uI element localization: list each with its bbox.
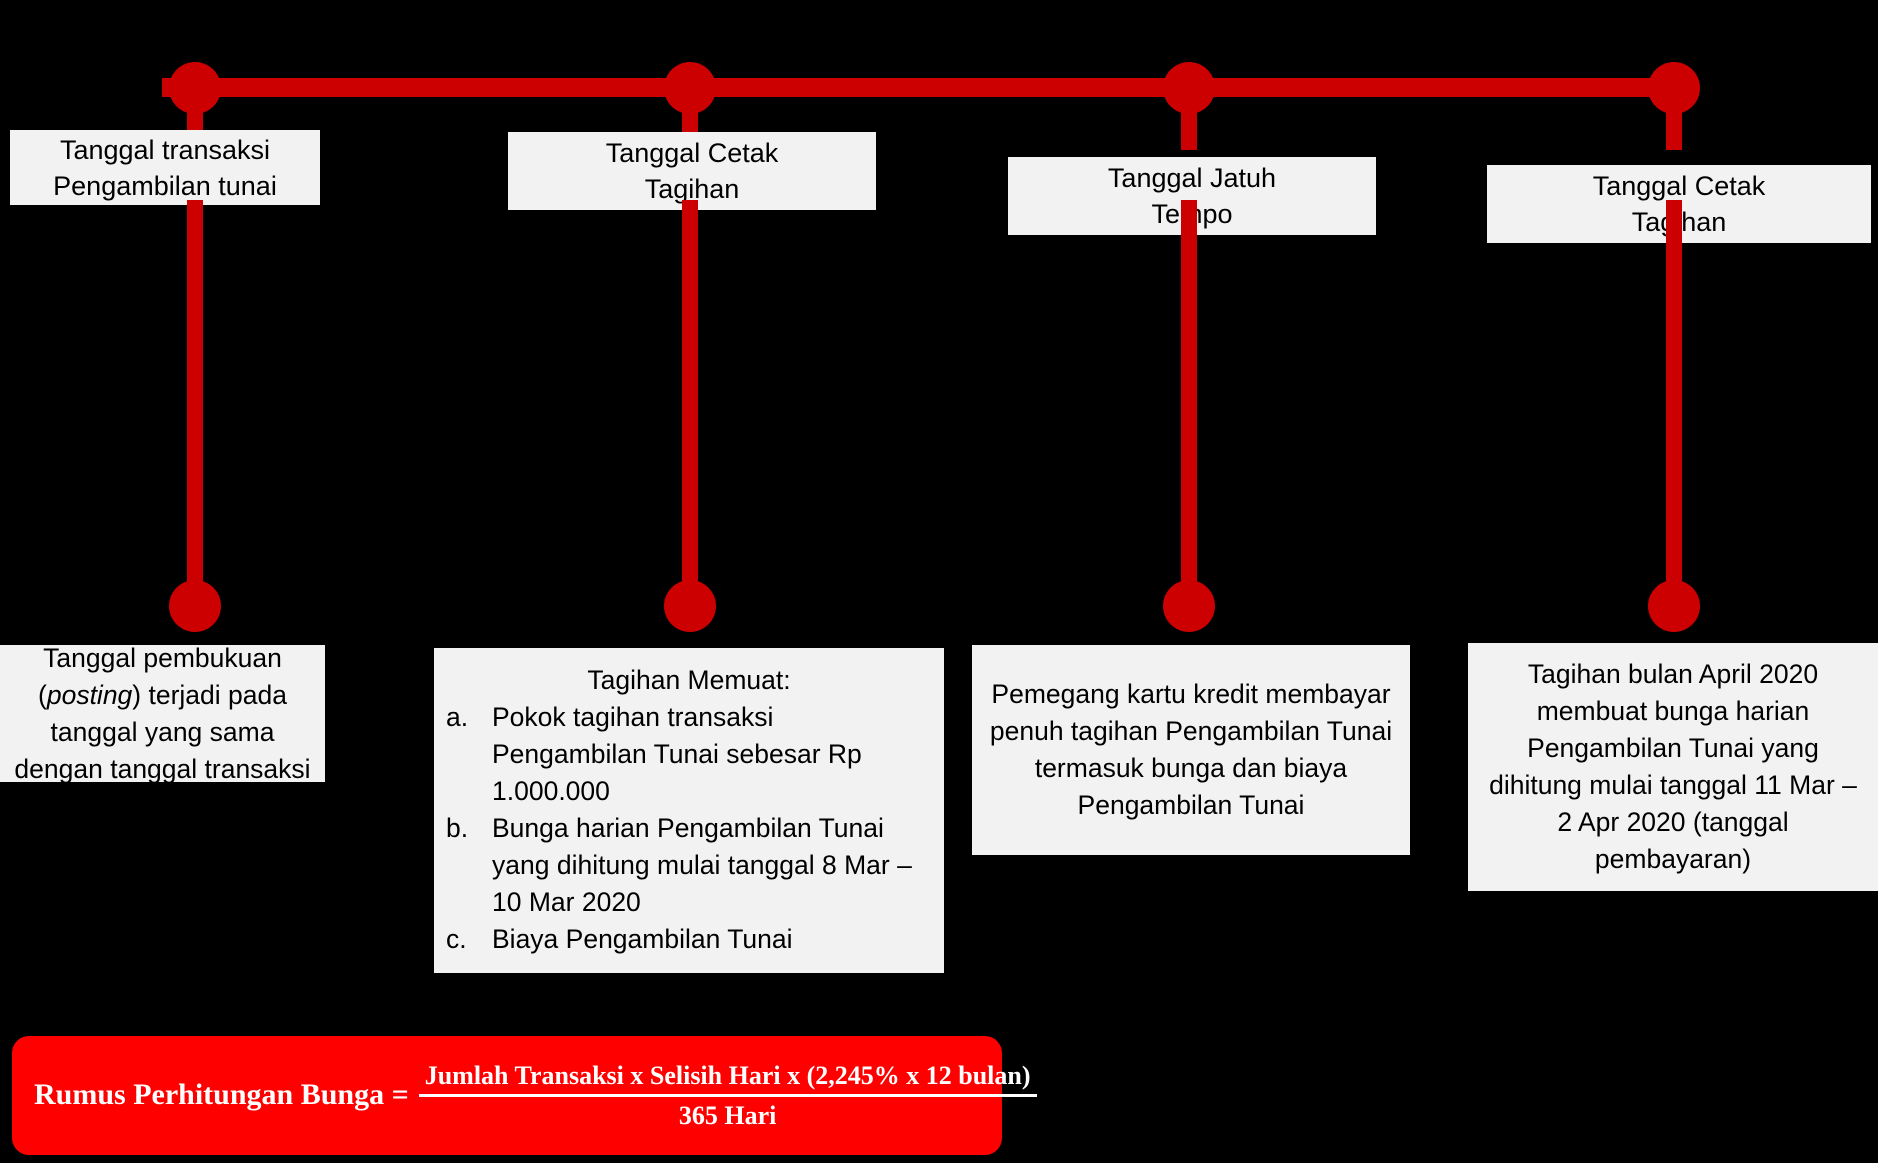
milestone-label-line2: Pengambilan tunai [53, 170, 277, 201]
formula-fraction: Jumlah Transaksi x Selisih Hari x (2,245… [418, 1060, 1037, 1131]
list-text: Bunga harian Pengambilan Tunai yang dihi… [492, 813, 912, 917]
list-text: Biaya Pengambilan Tunai [492, 924, 793, 954]
milestone-label-box-2: Tanggal Cetak Tagihan [508, 132, 876, 210]
formula-numerator: Jumlah Transaksi x Selisih Hari x (2,245… [424, 1060, 1031, 1090]
list-item: c. Biaya Pengambilan Tunai [446, 921, 932, 958]
detail-paragraph-1: Tanggal pembukuan (posting) terjadi pada… [12, 640, 313, 788]
detail-text-italic: posting [46, 679, 133, 710]
timeline-stem-long-1 [187, 200, 203, 600]
timeline-node-dot-bottom-3 [1163, 580, 1215, 632]
list-text: Pokok tagihan transaksi Pengambilan Tuna… [492, 702, 862, 806]
list-marker: a. [446, 702, 469, 732]
list-item: b. Bunga harian Pengambilan Tunai yang d… [446, 810, 932, 921]
milestone-label-line1: Tanggal Jatuh [1107, 163, 1277, 193]
timeline-stem-top-4 [1666, 88, 1682, 150]
formula-denominator: 365 Hari [678, 1100, 777, 1130]
detail-paragraph-3: Pemegang kartu kredit membayar penuh tag… [989, 679, 1393, 820]
detail-header-2: Tagihan Memuat: [587, 665, 791, 695]
formula-fraction-bar [418, 1093, 1037, 1097]
timeline-axis [162, 78, 1682, 97]
interest-formula-bar: Rumus Perhitungan Bunga = Jumlah Transak… [12, 1036, 1037, 1155]
timeline-stem-top-3 [1181, 88, 1197, 150]
timeline-stem-long-3 [1181, 200, 1197, 600]
timeline-node-dot-bottom-4 [1648, 580, 1700, 632]
detail-box-1: Tanggal pembukuan (posting) terjadi pada… [0, 643, 325, 784]
detail-text-part2: ) terjadi pada tanggal yang sama dengan … [14, 679, 311, 784]
detail-text-part1: Tanggal pembukuan ( [38, 642, 282, 710]
milestone-label-line2: Tagihan [644, 174, 740, 204]
list-item: a. Pokok tagihan transaksi Pengambilan T… [446, 699, 932, 810]
milestone-label-line1: Tanggal Cetak [605, 138, 779, 168]
timeline-stem-long-4 [1666, 200, 1682, 600]
milestone-label-box-1: Tanggal transaksi Pengambilan tunai [10, 130, 320, 205]
timeline-stem-long-2 [682, 200, 698, 600]
timeline-node-dot-bottom-1 [169, 580, 221, 632]
detail-list-2: a. Pokok tagihan transaksi Pengambilan T… [446, 699, 932, 958]
list-marker: b. [446, 813, 469, 843]
detail-box-4: Tagihan bulan April 2020 membuat bunga h… [1468, 643, 1878, 891]
milestone-label-line1: Tanggal Cetak [1592, 171, 1766, 201]
list-marker: c. [446, 924, 467, 954]
detail-box-3: Pemegang kartu kredit membayar penuh tag… [972, 645, 1410, 855]
timeline-node-dot-bottom-2 [664, 580, 716, 632]
milestone-label-line1: Tanggal transaksi [59, 134, 271, 165]
detail-paragraph-4: Tagihan bulan April 2020 membuat bunga h… [1489, 659, 1857, 874]
formula-label: Rumus Perhitungan Bunga = [34, 1077, 409, 1111]
detail-box-2: Tagihan Memuat: a. Pokok tagihan transak… [434, 648, 944, 973]
